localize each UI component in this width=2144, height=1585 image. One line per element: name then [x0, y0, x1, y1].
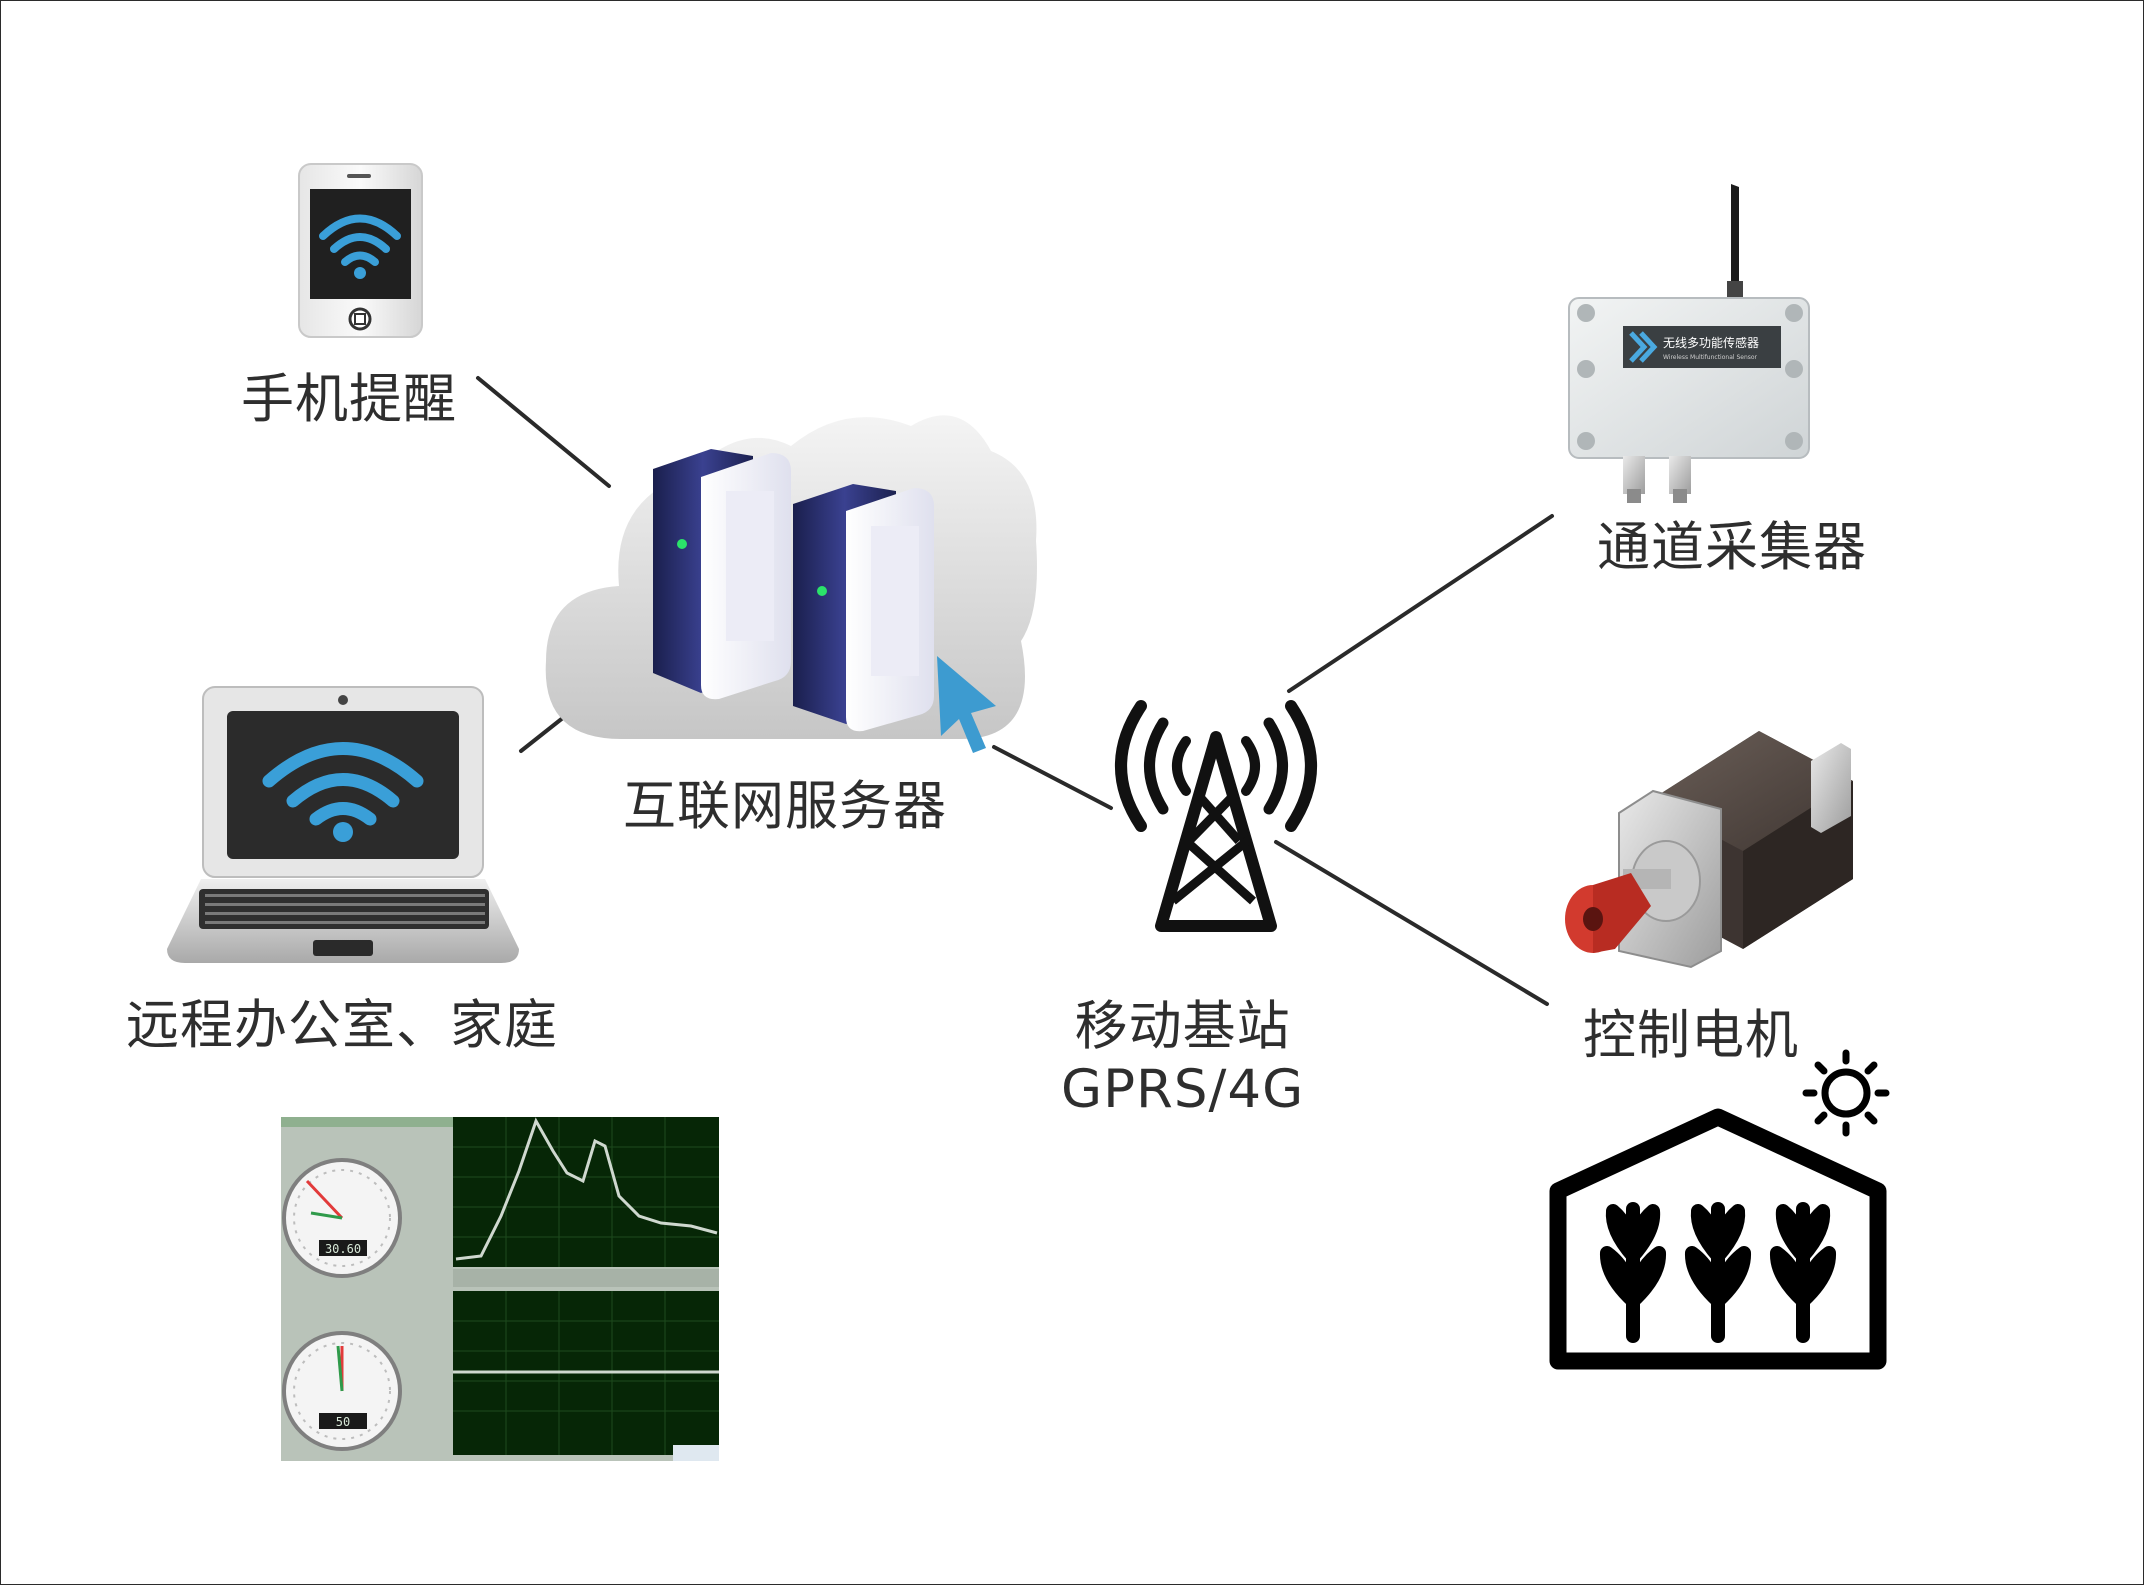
sensor-device-text: 无线多功能传感器 — [1663, 335, 1759, 350]
gauge-1: 30.60 — [282, 1158, 402, 1278]
laptop-wifi-icon — [167, 686, 519, 963]
gauge-2-readout: 50 — [336, 1415, 350, 1429]
sensor-device-subtext: Wireless Multifunctional Sensor — [1663, 354, 1758, 361]
trend-chart-1 — [453, 1117, 719, 1267]
gauge-1-readout: 30.60 — [325, 1242, 361, 1256]
cloud-server-icon — [545, 415, 1037, 753]
laptop-label: 远程办公室、家庭 — [126, 995, 558, 1056]
server-label: 互联网服务器 — [623, 776, 947, 837]
stepper-motor-icon — [1565, 731, 1853, 969]
phone-label: 手机提醒 — [241, 369, 457, 430]
connection-lines — [476, 376, 1554, 1006]
link-server-station — [992, 745, 1113, 810]
base-station-label-line2: GPRS/4G — [1061, 1058, 1305, 1120]
trend-line-1 — [455, 1117, 718, 1261]
motor-label: 控制电机 — [1583, 1005, 1799, 1066]
base-station-label-line1: 移动基站 — [1074, 996, 1291, 1057]
smartphone-wifi-icon — [298, 163, 423, 338]
greenhouse-icon — [1549, 1108, 1887, 1370]
link-laptop-server — [519, 715, 566, 753]
cursor-arrow-icon — [937, 656, 996, 753]
gauge-2: 50 — [282, 1331, 402, 1451]
monitoring-panel: 30.60 50 — [281, 1117, 719, 1461]
link-station-collector — [1287, 514, 1554, 693]
base-station-label: 移动基站 GPRS/4G — [1061, 996, 1304, 1121]
collector-label: 通道采集器 — [1597, 517, 1867, 578]
link-phone-server — [476, 376, 611, 488]
sun-icon — [1802, 1049, 1890, 1137]
sensor-device-icon: 无线多功能传感器 Wireless Multifunctional Sensor — [1568, 184, 1810, 503]
link-station-motor — [1274, 840, 1549, 1006]
signal-tower-icon — [1115, 700, 1317, 932]
